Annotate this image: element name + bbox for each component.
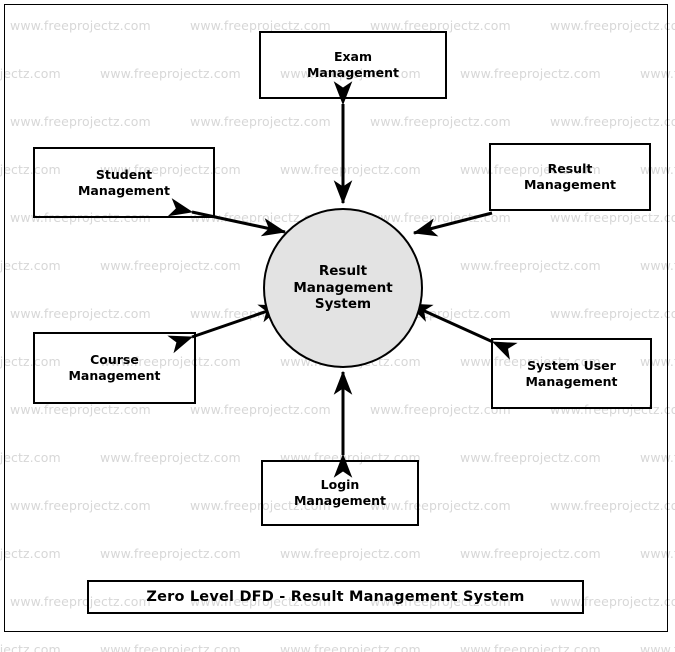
entity-label-line-2: Management	[77, 182, 170, 198]
entity-label-line-2: Management	[525, 373, 618, 389]
entity-label-line-1: Student	[95, 166, 153, 182]
process-label-line-1: Result	[318, 263, 368, 280]
entity-student-management: Student Management	[33, 147, 215, 218]
entity-label-line-1: Exam	[333, 49, 373, 65]
entity-label-line-2: Management	[523, 177, 616, 192]
entity-exam-management-label: Exam Management	[307, 49, 399, 80]
entity-label-line-1: System User	[527, 357, 616, 373]
entity-label-line-1: Login	[320, 477, 360, 493]
entity-label-line-2: Management	[293, 493, 386, 508]
entity-student-management-label: Student Management	[78, 167, 170, 198]
entity-login-management-label: Login Management	[294, 477, 386, 508]
entity-label-line-2: Management	[68, 368, 161, 383]
entity-system-user-management-label: System User Management	[525, 358, 617, 389]
flow-student-management	[167, 198, 287, 237]
entity-label-line-2: Management	[306, 65, 399, 80]
flow-system-user-management	[407, 302, 518, 360]
entity-result-management: Result Management	[489, 143, 651, 211]
process-label: Result Management System	[293, 263, 392, 312]
entity-course-management-label: Course Management	[68, 352, 160, 383]
process-label-line-2: Management	[293, 279, 393, 296]
entity-system-user-management: System User Management	[491, 338, 652, 409]
entity-login-management: Login Management	[261, 460, 419, 526]
entity-label-line-1: Result	[547, 161, 593, 177]
process-result-management-system: Result Management System	[263, 208, 423, 368]
diagram-caption-text: Zero Level DFD - Result Management Syste…	[146, 589, 525, 605]
flow-result-management	[412, 211, 493, 237]
process-label-line-3: System	[314, 296, 372, 313]
diagram-frame	[4, 4, 668, 632]
entity-exam-management: Exam Management	[259, 31, 447, 99]
entity-result-management-label: Result Management	[524, 161, 616, 192]
diagram-caption-box: Zero Level DFD - Result Management Syste…	[87, 580, 584, 614]
entity-course-management: Course Management	[33, 332, 196, 404]
entity-label-line-1: Course	[90, 352, 139, 368]
